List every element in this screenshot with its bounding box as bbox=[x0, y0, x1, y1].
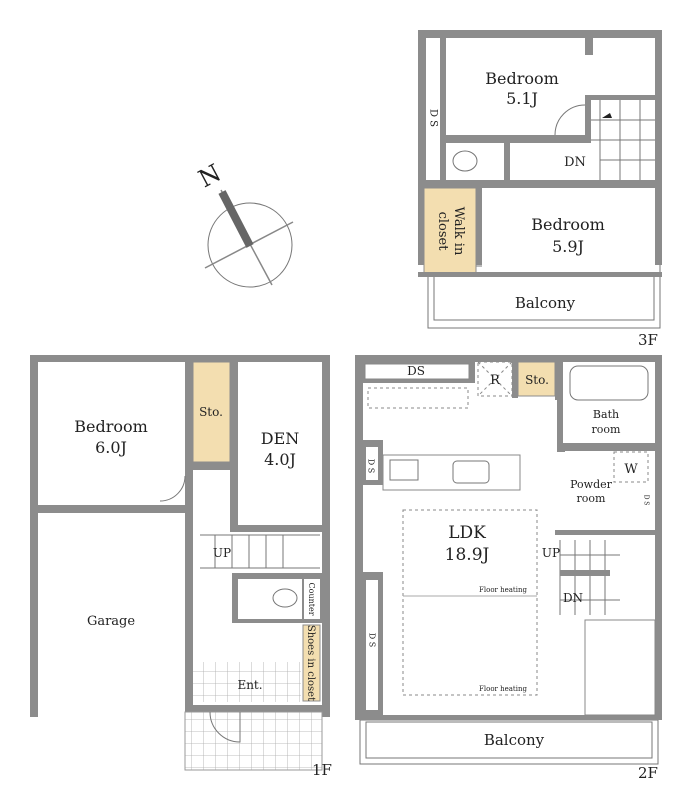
shoes-closet bbox=[302, 624, 321, 702]
washer-label: W bbox=[624, 462, 638, 477]
ds-right-label: D S bbox=[643, 495, 650, 506]
den-name: DEN bbox=[261, 429, 300, 448]
walk-in-closet-label-2: closet bbox=[435, 212, 450, 252]
stairs-up-2f: UP bbox=[542, 546, 560, 560]
ldk-name: LDK bbox=[448, 523, 486, 543]
entrance bbox=[193, 662, 301, 702]
sink-icon bbox=[452, 460, 490, 484]
bedroom-1f-size: 6.0J bbox=[95, 438, 127, 457]
compass-needle bbox=[218, 190, 254, 248]
balcony-3f-label: Balcony bbox=[515, 294, 576, 312]
ds-3f bbox=[426, 38, 440, 180]
storage-1f bbox=[192, 361, 231, 463]
storage-2f-label: Sto. bbox=[525, 373, 549, 387]
ds-left-b-label: D S bbox=[368, 633, 377, 647]
den bbox=[238, 362, 322, 525]
bedroom-3f-a-name: Bedroom bbox=[485, 69, 559, 88]
floor-heating-area bbox=[402, 509, 538, 696]
ds-top-label: DS bbox=[407, 364, 425, 378]
bedroom-1f-name: Bedroom bbox=[74, 417, 148, 436]
bathroom bbox=[563, 362, 655, 444]
floor-3f-label: 3F bbox=[638, 331, 658, 349]
floor-heating-label-1: Floor heating bbox=[479, 586, 527, 594]
walk-in-closet-3f bbox=[423, 187, 477, 276]
ds-left-a-label: D S bbox=[367, 459, 376, 473]
compass-circle bbox=[207, 202, 293, 288]
storage-1f-label: Sto. bbox=[199, 405, 223, 419]
bedroom-3f-a bbox=[446, 38, 655, 135]
powder-room bbox=[565, 451, 649, 528]
refrigerator-label: R bbox=[490, 373, 501, 388]
stairs-3f-label: DN bbox=[564, 155, 586, 170]
garage bbox=[38, 513, 185, 720]
stove-icon bbox=[389, 459, 419, 481]
stairs-up-1f: UP bbox=[213, 546, 231, 560]
kitchen-island bbox=[382, 454, 521, 491]
bathtub bbox=[569, 365, 649, 401]
floor-3f: Bedroom 5.1J D S DN Walk in closet Bedro… bbox=[418, 30, 662, 349]
ds-3f-label: D S bbox=[428, 109, 439, 127]
washer-space bbox=[613, 451, 649, 483]
powder-label-2: room bbox=[577, 492, 607, 505]
counter bbox=[304, 579, 320, 619]
compass: N bbox=[194, 159, 294, 288]
refrigerator-space bbox=[477, 361, 513, 397]
bedroom-3f-b-name: Bedroom bbox=[531, 215, 605, 234]
storage-2f bbox=[517, 361, 556, 397]
powder-label-1: Powder bbox=[570, 478, 613, 491]
counter-label: Counter bbox=[307, 582, 316, 615]
balcony-2f-label: Balcony bbox=[484, 731, 545, 749]
floor-1f-label: 1F bbox=[312, 761, 332, 779]
entrance-door[interactable] bbox=[209, 711, 241, 743]
ldk-size: 18.9J bbox=[445, 545, 490, 565]
den-size: 4.0J bbox=[264, 450, 296, 469]
bedroom-1f bbox=[38, 362, 185, 505]
bath-label-1: Bath bbox=[593, 408, 619, 421]
toilet-3f bbox=[446, 143, 504, 180]
bedroom-3f-b bbox=[482, 188, 655, 275]
bedroom-3f-a-size: 5.1J bbox=[506, 89, 538, 108]
shoes-closet-label: Shoes in closet bbox=[305, 625, 316, 701]
floor-heating-label-2: Floor heating bbox=[479, 685, 527, 693]
walk-in-closet-label-1: Walk in bbox=[451, 207, 466, 256]
north-label: N bbox=[194, 159, 226, 194]
porch bbox=[184, 711, 323, 771]
floor-2f: DS R Sto. Bath room W Powder room D S D … bbox=[355, 355, 662, 782]
floor-2f-label: 2F bbox=[638, 764, 658, 782]
floor-1f: Bedroom 6.0J Sto. DEN 4.0J Garage UP Cou… bbox=[30, 355, 332, 779]
closet-2f bbox=[584, 619, 656, 716]
bath-label-2: room bbox=[592, 423, 622, 436]
garage-label: Garage bbox=[87, 614, 135, 629]
bedroom-3f-b-size: 5.9J bbox=[552, 237, 584, 256]
toilet-1f bbox=[238, 579, 302, 619]
entrance-label: Ent. bbox=[237, 678, 262, 692]
stairs-down-2f: DN bbox=[563, 591, 583, 605]
ds-top-2f bbox=[364, 363, 470, 380]
